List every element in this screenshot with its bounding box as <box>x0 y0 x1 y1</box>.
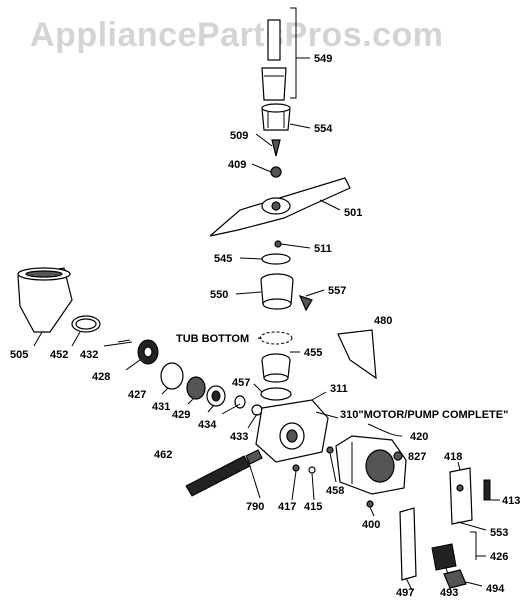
part-label-554: 554 <box>314 123 333 135</box>
part-screw-509[interactable] <box>271 139 281 157</box>
part-pump-housing-311[interactable] <box>255 399 329 463</box>
part-label-549: 549 <box>314 53 332 65</box>
part-clamp-457[interactable] <box>260 387 292 401</box>
part-bracket-497[interactable] <box>399 507 417 581</box>
part-spring-462[interactable] <box>185 455 251 497</box>
part-label-550: 550 <box>210 289 228 301</box>
part-lower-spray-arm[interactable] <box>209 177 351 237</box>
part-bracket-480[interactable] <box>337 329 377 380</box>
part-label-494: 494 <box>486 583 505 595</box>
leader-lines <box>33 57 500 591</box>
part-label-433: 433 <box>230 431 248 443</box>
part-label-455: 455 <box>304 347 322 359</box>
part-label-509: 509 <box>230 130 248 142</box>
part-label-426: 426 <box>490 551 508 563</box>
part-pin-426[interactable] <box>470 531 477 560</box>
part-label-420: 420 <box>410 431 428 443</box>
part-label-458: 458 <box>326 485 344 497</box>
part-label-432: 432 <box>80 349 98 361</box>
part-block-494[interactable] <box>443 569 467 589</box>
callout-motor-pump-complete: 310"MOTOR/PUMP COMPLETE" <box>340 409 508 421</box>
part-label-545: 545 <box>214 253 232 265</box>
part-label-462: 462 <box>154 449 172 461</box>
part-label-501: 501 <box>344 207 362 219</box>
part-label-429: 429 <box>172 409 190 421</box>
part-washer-415[interactable] <box>308 466 316 474</box>
part-motor-310[interactable] <box>335 435 407 495</box>
part-label-790: 790 <box>246 501 264 513</box>
part-label-418: 418 <box>444 451 462 463</box>
part-label-493: 493 <box>440 587 458 599</box>
part-label-497: 497 <box>396 587 414 599</box>
part-label-505: 505 <box>10 349 28 361</box>
part-label-311: 311 <box>330 383 348 395</box>
part-spray-tower[interactable] <box>261 7 297 101</box>
part-label-431: 431 <box>152 401 170 413</box>
part-wire-420[interactable] <box>367 423 403 437</box>
part-clip-557[interactable] <box>298 295 313 312</box>
part-label-553: 553 <box>490 527 508 539</box>
part-seal-431[interactable] <box>186 376 206 400</box>
part-seal-455[interactable] <box>261 353 291 383</box>
part-label-400: 400 <box>362 519 380 531</box>
part-spring-413[interactable] <box>483 479 491 501</box>
part-screw-790[interactable] <box>245 449 263 465</box>
part-label-409: 409 <box>228 159 246 171</box>
part-label-452: 452 <box>50 349 68 361</box>
watermark-text: AppliancePartsPros.com <box>30 16 443 54</box>
part-grommet-827[interactable] <box>393 451 403 461</box>
part-screw-417[interactable] <box>292 464 300 472</box>
part-label-413: 413 <box>502 495 520 507</box>
part-ring-545[interactable] <box>261 253 291 265</box>
part-impeller-428[interactable] <box>137 339 159 365</box>
part-washer-511[interactable] <box>274 240 282 248</box>
part-label-428: 428 <box>92 371 110 383</box>
part-screw-400[interactable] <box>366 500 374 508</box>
part-drain-housing-505[interactable] <box>17 267 73 333</box>
part-tub-bottom-ring[interactable] <box>259 331 293 345</box>
part-impeller-429[interactable] <box>206 385 226 407</box>
part-label-827: 827 <box>408 451 426 463</box>
part-tower-nut[interactable] <box>261 103 291 131</box>
part-label-457: 457 <box>232 377 250 389</box>
part-label-480: 480 <box>374 315 392 327</box>
part-label-434: 434 <box>198 419 217 431</box>
part-label-511: 511 <box>314 243 332 255</box>
part-label-427: 427 <box>128 389 146 401</box>
part-clamp-452[interactable] <box>71 315 101 333</box>
part-switch-493[interactable] <box>431 543 457 571</box>
part-label-557: 557 <box>328 285 346 297</box>
part-label-415: 415 <box>304 501 322 513</box>
part-label-417: 417 <box>278 501 296 513</box>
part-filter-550[interactable] <box>260 273 294 310</box>
part-bolt-458[interactable] <box>326 446 334 454</box>
part-bracket-418[interactable] <box>449 467 473 525</box>
part-hose-432[interactable] <box>117 339 131 343</box>
part-nut-409[interactable] <box>270 166 282 178</box>
callout-tub-bottom: TUB BOTTOM <box>176 333 249 345</box>
part-cover-427[interactable] <box>160 362 184 390</box>
